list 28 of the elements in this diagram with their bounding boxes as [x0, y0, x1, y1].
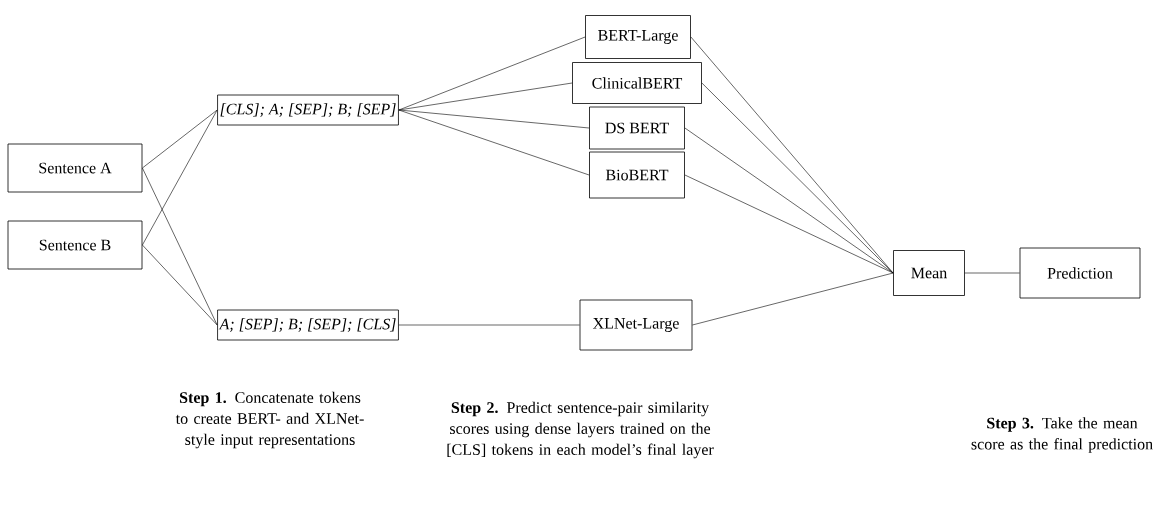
- process-box: BERT-Large: [585, 15, 691, 59]
- connector-line: [398, 36, 586, 111]
- process-box: BioBERT: [589, 151, 685, 199]
- connector-line: [142, 167, 218, 326]
- process-box: [CLS]; A; [SEP]; B; [SEP]: [217, 94, 399, 126]
- process-box: XLNet-Large: [579, 299, 693, 351]
- step-caption: Step 3. Take the mean score as the final prediction: [971, 417, 1153, 453]
- connector-line: [701, 82, 894, 274]
- connector-line: [142, 244, 218, 326]
- connector-line: [398, 82, 573, 111]
- connector-line: [964, 272, 1020, 274]
- connector-line: [684, 174, 894, 274]
- step-caption: Step 2. Predict sentence-pair similarity scores using dense layers trained on the [CLS] tokens in each model’s final layer: [447, 401, 714, 459]
- process-box: Sentence B: [7, 220, 143, 270]
- process-box: Mean: [893, 250, 965, 296]
- connector-line: [684, 127, 894, 274]
- process-box: Prediction: [1019, 247, 1141, 299]
- process-box: ClinicalBERT: [572, 62, 702, 104]
- step-caption: Step 1. Concatenate tokens to create BERT- and XLNet-style input representations: [175, 391, 364, 449]
- process-box: A; [SEP]; B; [SEP]; [CLS]: [217, 309, 399, 341]
- connector-line: [692, 272, 894, 326]
- connector-line: [398, 324, 580, 326]
- connector-line: [398, 109, 590, 176]
- connector-line: [398, 109, 590, 129]
- process-box: Sentence A: [7, 143, 143, 193]
- connector-line: [142, 109, 218, 246]
- connector-line: [142, 109, 218, 169]
- process-box: DS BERT: [589, 106, 685, 150]
